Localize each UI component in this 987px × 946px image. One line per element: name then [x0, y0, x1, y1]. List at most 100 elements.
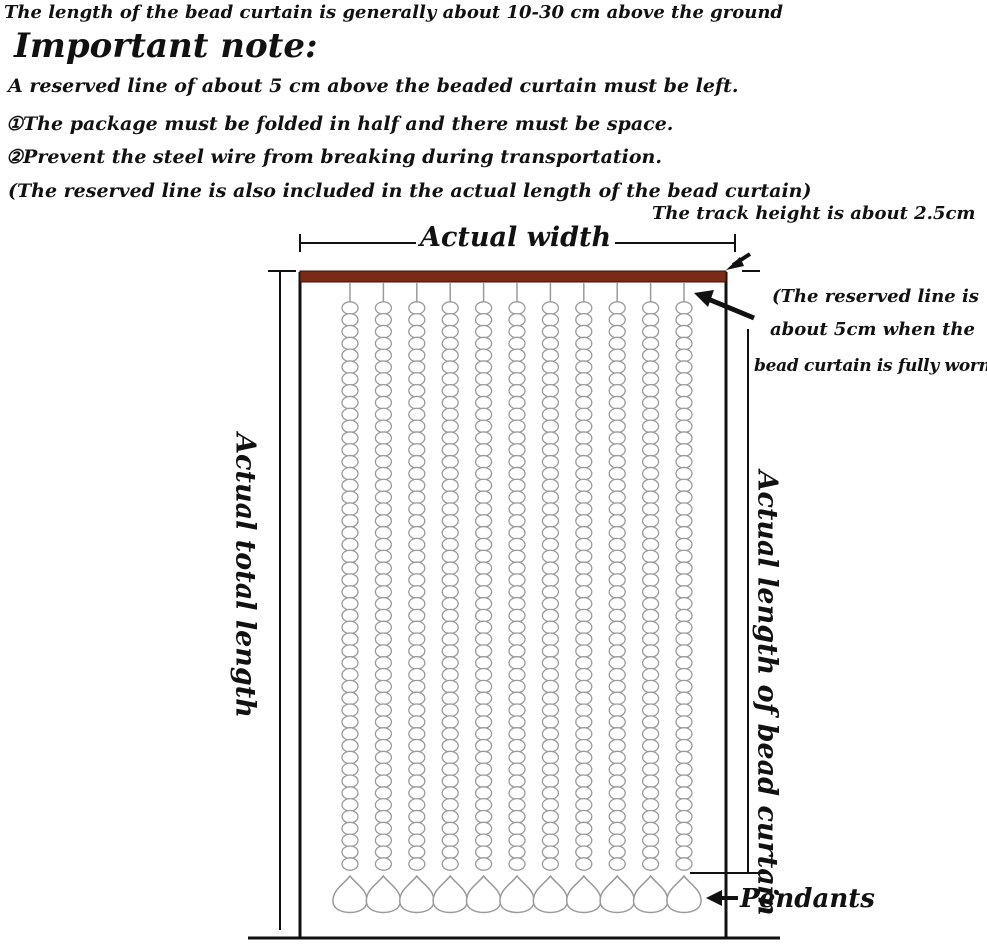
bead — [508, 312, 526, 327]
bead — [608, 514, 626, 528]
bead — [675, 573, 693, 587]
bead — [675, 348, 693, 363]
bead — [408, 502, 426, 516]
bead — [575, 667, 593, 682]
bead — [341, 632, 359, 647]
bead — [341, 750, 359, 765]
bead — [341, 786, 359, 800]
bead — [374, 490, 393, 505]
bead — [341, 573, 359, 587]
note-package-fold: ①The package must be folded in half and … — [6, 113, 674, 135]
bead — [641, 632, 660, 647]
bead — [441, 336, 459, 351]
bead — [675, 620, 693, 635]
bead — [675, 762, 693, 777]
actual-curtain-length-label: Actual length of bead curtain — [751, 470, 783, 916]
bead — [474, 395, 493, 410]
bead — [408, 608, 426, 623]
bead — [374, 750, 393, 765]
note-steel-wire: ②Prevent the steel wire from breaking du… — [6, 146, 662, 168]
bead — [641, 537, 660, 552]
bead — [408, 857, 426, 871]
bead-strand — [399, 283, 435, 914]
bead — [575, 360, 593, 374]
bead — [508, 833, 526, 848]
bead — [641, 798, 660, 812]
bead — [541, 537, 560, 552]
bead — [508, 786, 526, 800]
bead — [575, 301, 593, 315]
bead — [408, 833, 426, 848]
bead — [575, 821, 593, 836]
pendants-arrow-icon — [706, 890, 738, 906]
bead — [675, 466, 693, 481]
bead — [474, 514, 493, 528]
bead — [641, 383, 660, 398]
bead-strand — [566, 283, 602, 914]
bead — [541, 845, 560, 860]
bead — [374, 537, 393, 552]
bead — [474, 525, 493, 540]
bead — [575, 419, 593, 434]
bead — [641, 549, 660, 564]
bead — [474, 632, 493, 647]
bead — [641, 786, 660, 800]
bead — [441, 596, 459, 611]
bead — [641, 762, 660, 777]
bead — [575, 395, 593, 410]
pendant — [499, 874, 535, 914]
bead — [408, 703, 426, 718]
pendant — [532, 874, 569, 914]
bead — [608, 466, 626, 481]
bead — [641, 703, 660, 718]
bead — [675, 372, 693, 386]
bead — [608, 750, 626, 765]
bead — [575, 845, 593, 860]
bead — [441, 490, 459, 505]
bead — [474, 301, 493, 315]
bead — [474, 833, 493, 848]
bead — [675, 845, 693, 860]
bead — [341, 821, 359, 836]
bead — [608, 821, 626, 836]
bead — [608, 786, 626, 800]
bead — [474, 750, 493, 765]
bead — [441, 431, 459, 445]
bead — [474, 809, 493, 824]
bead — [575, 537, 593, 552]
bead — [374, 703, 393, 718]
bead-strand — [499, 283, 535, 914]
bead — [541, 360, 560, 374]
pendant — [365, 874, 402, 914]
reserved-note-line-3: bead curtain is fully worn) — [754, 356, 987, 376]
bead — [441, 857, 459, 871]
bead — [508, 561, 526, 576]
bead — [641, 656, 660, 670]
bead — [341, 608, 359, 623]
bead — [474, 585, 493, 599]
bead — [608, 585, 626, 599]
bead — [374, 336, 393, 351]
bead — [374, 395, 393, 410]
bead — [541, 514, 560, 528]
bead — [408, 667, 426, 682]
bead — [608, 691, 626, 706]
bead — [474, 608, 493, 623]
bead — [575, 608, 593, 623]
bead — [541, 348, 560, 363]
bead — [374, 679, 393, 694]
bead — [675, 632, 693, 647]
bead — [374, 620, 393, 635]
bead — [374, 585, 393, 599]
bead-strand — [632, 283, 669, 914]
bead — [641, 845, 660, 860]
bead — [541, 644, 560, 658]
bead — [608, 715, 626, 729]
bead — [374, 774, 393, 789]
bead — [474, 845, 493, 860]
bead — [508, 502, 526, 516]
bead — [575, 715, 593, 729]
bead — [341, 798, 359, 812]
bead — [541, 703, 560, 718]
bead — [408, 750, 426, 765]
